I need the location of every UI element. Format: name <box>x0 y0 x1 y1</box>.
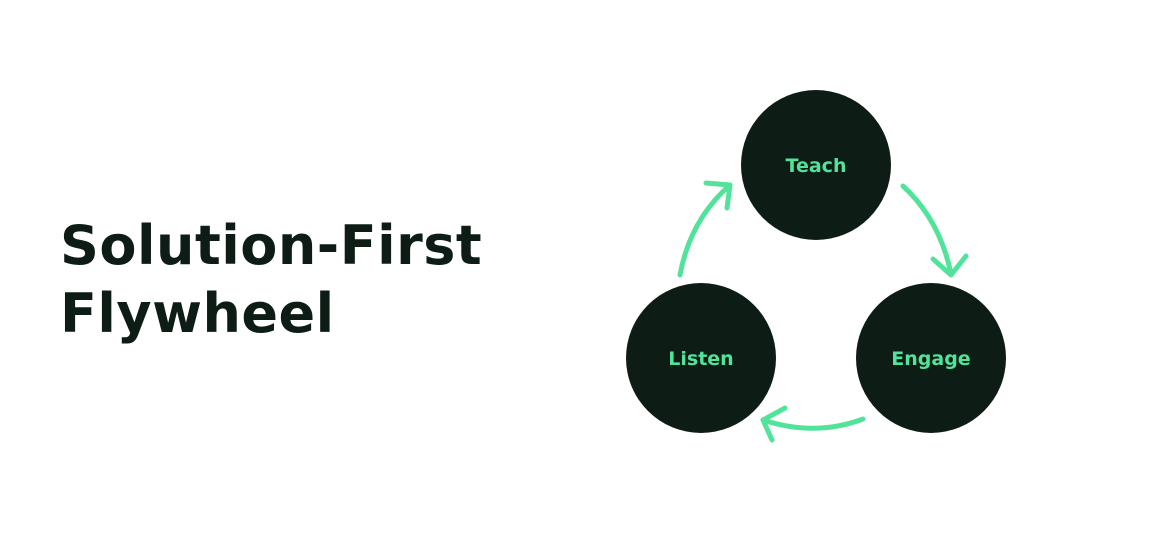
arrow-listen-to-teach <box>677 180 733 278</box>
title-line-2: Flywheel <box>60 282 335 345</box>
arrow-engage-to-listen <box>760 405 866 443</box>
arrow-teach-to-engage <box>900 183 969 278</box>
node-listen-label: Listen <box>668 348 733 370</box>
node-teach-label: Teach <box>786 155 847 177</box>
diagram-title: Solution-First Flywheel <box>60 212 482 348</box>
node-engage-label: Engage <box>891 348 970 370</box>
node-engage: Engage <box>856 283 1006 433</box>
title-line-1: Solution-First <box>60 214 483 277</box>
node-listen: Listen <box>626 283 776 433</box>
node-teach: Teach <box>741 90 891 240</box>
